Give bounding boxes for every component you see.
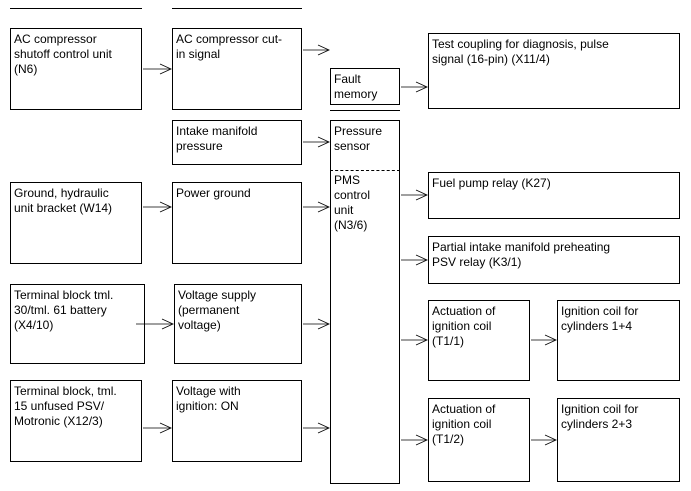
box-label: Ignition coil for cylinders 1+4 (561, 304, 639, 333)
header-rule-middle (172, 8, 302, 9)
box-terminal-block-battery: Terminal block tml. 30/tml. 61 battery (… (10, 284, 145, 364)
box-label: Pressure sensor (334, 124, 383, 153)
box-label: Partial intake manifold preheating PSV r… (432, 240, 611, 269)
arrow-pground-to-pms (303, 201, 330, 213)
box-voltage-with-ignition: Voltage with ignition: ON (172, 380, 302, 462)
box-label: AC compressor shutoff control unit (N6) (14, 32, 112, 76)
arrow-w14-to-pground (143, 201, 172, 213)
arrow-intake-to-sensor (303, 136, 330, 148)
box-label: Terminal block tml. 30/tml. 61 battery (… (14, 288, 114, 332)
box-terminal-block-unfused: Terminal block, tml. 15 unfused PSV/ Mot… (10, 380, 142, 462)
box-label: Intake manifold pressure (176, 124, 258, 153)
arrow-n6-to-cutin (143, 63, 172, 75)
box-actuation-ignition-coil-t12: Actuation of ignition coil (T1/2) (428, 398, 530, 482)
box-test-coupling: Test coupling for diagnosis, pulse signa… (428, 33, 680, 109)
arrow-fault-to-x11 (401, 81, 428, 93)
arrow-pms-to-k31 (401, 254, 428, 266)
box-label: Power ground (176, 186, 251, 200)
arrow-t11-to-coil14 (531, 334, 557, 346)
arrow-t12-to-coil23 (531, 434, 557, 446)
box-pms-control-unit: PMS control unit (N3/6) (330, 170, 400, 484)
box-label: AC compressor cut- in signal (176, 32, 283, 61)
box-power-ground: Power ground (172, 182, 302, 264)
box-label: Ignition coil for cylinders 2+3 (561, 402, 639, 431)
box-label: PMS control unit (N3/6) (334, 173, 371, 232)
box-label: Fuel pump relay (K27) (432, 176, 551, 190)
arrow-vsupply-to-pms (303, 318, 330, 330)
pms-divider (330, 170, 400, 171)
box-fuel-pump-relay: Fuel pump relay (K27) (428, 172, 680, 219)
box-pressure-sensor: Pressure sensor (330, 120, 400, 172)
arrow-vign-to-pms (303, 422, 330, 434)
box-fault-memory: Fault memory (330, 68, 400, 105)
box-ac-compressor-cutin-signal: AC compressor cut- in signal (172, 28, 302, 110)
box-label: Actuation of ignition coil (T1/2) (432, 402, 496, 446)
box-ignition-coil-cyl-23: Ignition coil for cylinders 2+3 (557, 398, 680, 482)
box-ac-compressor-shutoff-control-unit: AC compressor shutoff control unit (N6) (10, 28, 142, 110)
box-intake-manifold-pressure: Intake manifold pressure (172, 120, 302, 165)
arrow-cutin-to-pms (303, 44, 330, 56)
box-intake-preheating-relay: Partial intake manifold preheating PSV r… (428, 236, 680, 284)
arrow-pms-to-k27 (401, 189, 428, 201)
box-ignition-coil-cyl-14: Ignition coil for cylinders 1+4 (557, 300, 680, 381)
box-label: Actuation of ignition coil (T1/1) (432, 304, 496, 348)
box-label: Ground, hydraulic unit bracket (W14) (14, 186, 113, 215)
box-actuation-ignition-coil-t11: Actuation of ignition coil (T1/1) (428, 300, 530, 381)
arrow-x123-to-vign (143, 422, 172, 434)
arrow-pms-to-t11 (401, 334, 428, 346)
box-label: Test coupling for diagnosis, pulse signa… (432, 37, 609, 66)
box-voltage-supply: Voltage supply (permanent voltage) (174, 284, 302, 364)
box-ground-hydraulic-unit-bracket: Ground, hydraulic unit bracket (W14) (10, 182, 142, 264)
box-label: Voltage with ignition: ON (176, 384, 241, 413)
box-label: Terminal block, tml. 15 unfused PSV/ Mot… (14, 384, 117, 428)
header-rule-left (10, 8, 142, 9)
box-label: Voltage supply (permanent voltage) (178, 288, 257, 332)
header-rule-pms (330, 110, 400, 111)
arrow-pms-to-t12 (401, 434, 428, 446)
box-label: Fault memory (334, 72, 378, 101)
